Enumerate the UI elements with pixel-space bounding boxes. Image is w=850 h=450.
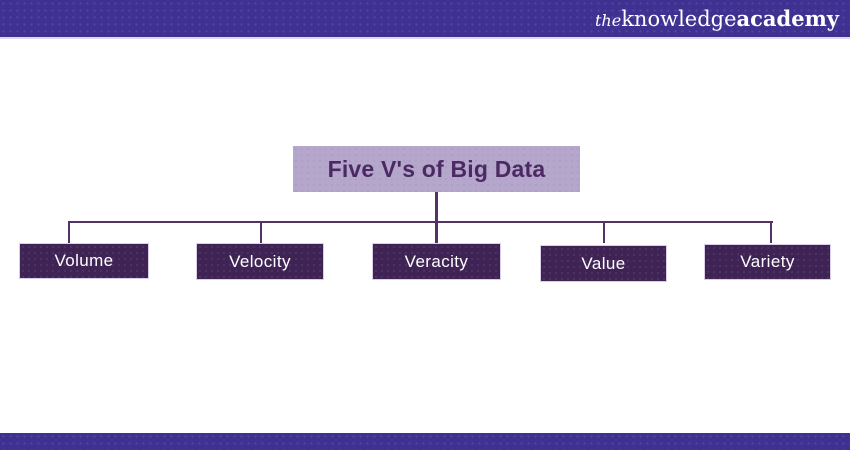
node-veracity-label: Veracity — [404, 251, 469, 271]
connector-drop-velocity — [260, 221, 262, 243]
footer-bar — [0, 433, 850, 450]
header-bar: theknowledgeacademy — [0, 0, 850, 39]
node-value-label: Value — [581, 253, 626, 273]
node-variety: Variety — [704, 244, 831, 280]
connector-drop-variety — [770, 221, 772, 243]
logo-knowledge: knowledge — [621, 6, 737, 31]
brand-logo: theknowledgeacademy — [595, 8, 839, 30]
node-volume-label: Volume — [54, 251, 114, 270]
connector-drop-value — [603, 221, 605, 243]
node-veracity: Veracity — [372, 243, 501, 280]
title-box: Five V's of Big Data — [293, 146, 580, 192]
connector-horizontal — [68, 221, 773, 223]
node-velocity: Velocity — [196, 243, 324, 280]
node-variety-label: Variety — [740, 252, 795, 271]
node-value: Value — [540, 245, 667, 282]
diagram-title: Five V's of Big Data — [327, 155, 546, 182]
logo-academy: academy — [736, 5, 839, 31]
node-volume: Volume — [19, 243, 149, 279]
connector-stem — [435, 192, 438, 222]
connector-drop-volume — [68, 221, 70, 243]
connector-drop-veracity — [435, 221, 438, 243]
logo-the: the — [595, 10, 622, 30]
node-velocity-label: Velocity — [229, 251, 291, 271]
